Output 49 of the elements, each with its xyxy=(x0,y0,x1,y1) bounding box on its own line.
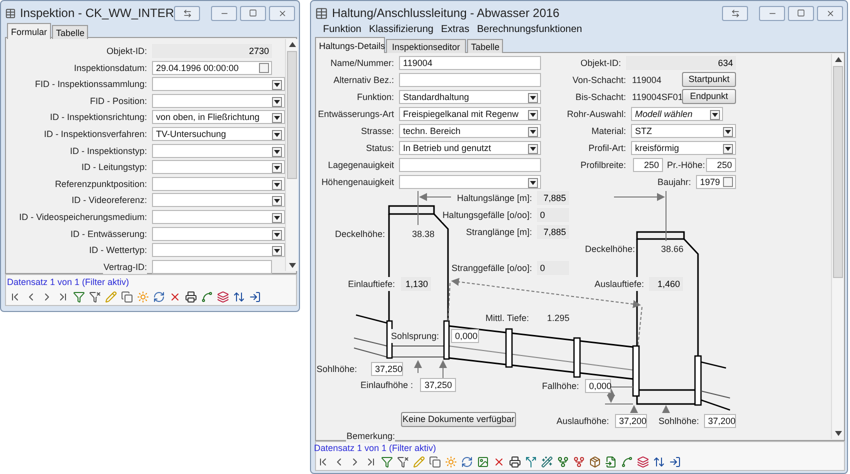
input-field: 250 xyxy=(706,158,736,172)
input-field: 37,200 xyxy=(704,414,736,428)
button: Keine Dokumente verfügbar xyxy=(401,412,516,427)
tab: Haltungs-Details xyxy=(315,37,385,53)
readonly-field: 0 xyxy=(537,208,569,222)
dropdown: Standardhaltung xyxy=(399,90,541,104)
dropdown: STZ xyxy=(631,124,736,138)
tab: Inspektionseditor xyxy=(386,39,466,53)
field-label: Sohlsprung: xyxy=(390,329,439,343)
menu-item: Extras xyxy=(441,23,470,37)
app-window xyxy=(0,0,300,312)
readonly-field: 1,460 xyxy=(649,277,683,291)
readonly-field: 0 xyxy=(537,261,569,275)
app-window xyxy=(310,0,848,474)
dropdown: Freispiegelkanal mit Regenw xyxy=(399,107,541,121)
input-field: 0,000 xyxy=(585,379,611,393)
readonly-field: 7,885 xyxy=(537,225,569,239)
tab: Formular xyxy=(7,23,51,39)
readonly-field: 2730 xyxy=(152,44,272,58)
input-field: 250 xyxy=(633,158,663,172)
tab: Tabelle xyxy=(467,39,503,53)
menu-item: Klassifizierung xyxy=(369,23,434,37)
dropdown: kreisförmig xyxy=(631,141,736,155)
dropdown: von oben, in Fließrichtung xyxy=(152,110,285,124)
input-field: 37,250 xyxy=(420,378,456,392)
input-field: 0,000 xyxy=(451,329,479,343)
input-field: 37,250 xyxy=(371,362,403,376)
input-field: 37,200 xyxy=(615,414,647,428)
dropdown: TV-Untersuchung xyxy=(152,127,285,141)
date-field: 29.04.1996 00:00:00 xyxy=(152,61,272,75)
field-label: Auslauftiefe: xyxy=(594,277,644,291)
status-text: Datensatz 1 von 1 (Filter aktiv) xyxy=(314,442,436,454)
readonly-field: 7,885 xyxy=(537,191,569,205)
window-title: Haltung/Anschlussleitung - Abwasser 2016 xyxy=(332,5,560,22)
menu-item: Berechnungsfunktionen xyxy=(477,23,582,37)
dropdown: Modell wählen xyxy=(631,107,723,121)
readonly-field: 634 xyxy=(626,56,736,70)
status-text: Datensatz 1 von 1 (Filter aktiv) xyxy=(7,276,130,288)
input-field: 119004 xyxy=(399,56,541,70)
readonly-field: 1,130 xyxy=(401,277,431,291)
window-title: Inspektion - CK_WW_INTER xyxy=(20,5,174,22)
field-label: Einlauftiefe: xyxy=(348,277,395,291)
button: Startpunkt xyxy=(682,72,736,87)
tab: Tabelle xyxy=(52,25,88,39)
dropdown: techn. Bereich xyxy=(399,124,541,138)
button: Endpunkt xyxy=(682,89,736,104)
dropdown: In Betrieb und genutzt xyxy=(399,141,541,155)
menu-item: Funktion xyxy=(323,23,362,37)
date-field: 1979 xyxy=(696,175,736,189)
